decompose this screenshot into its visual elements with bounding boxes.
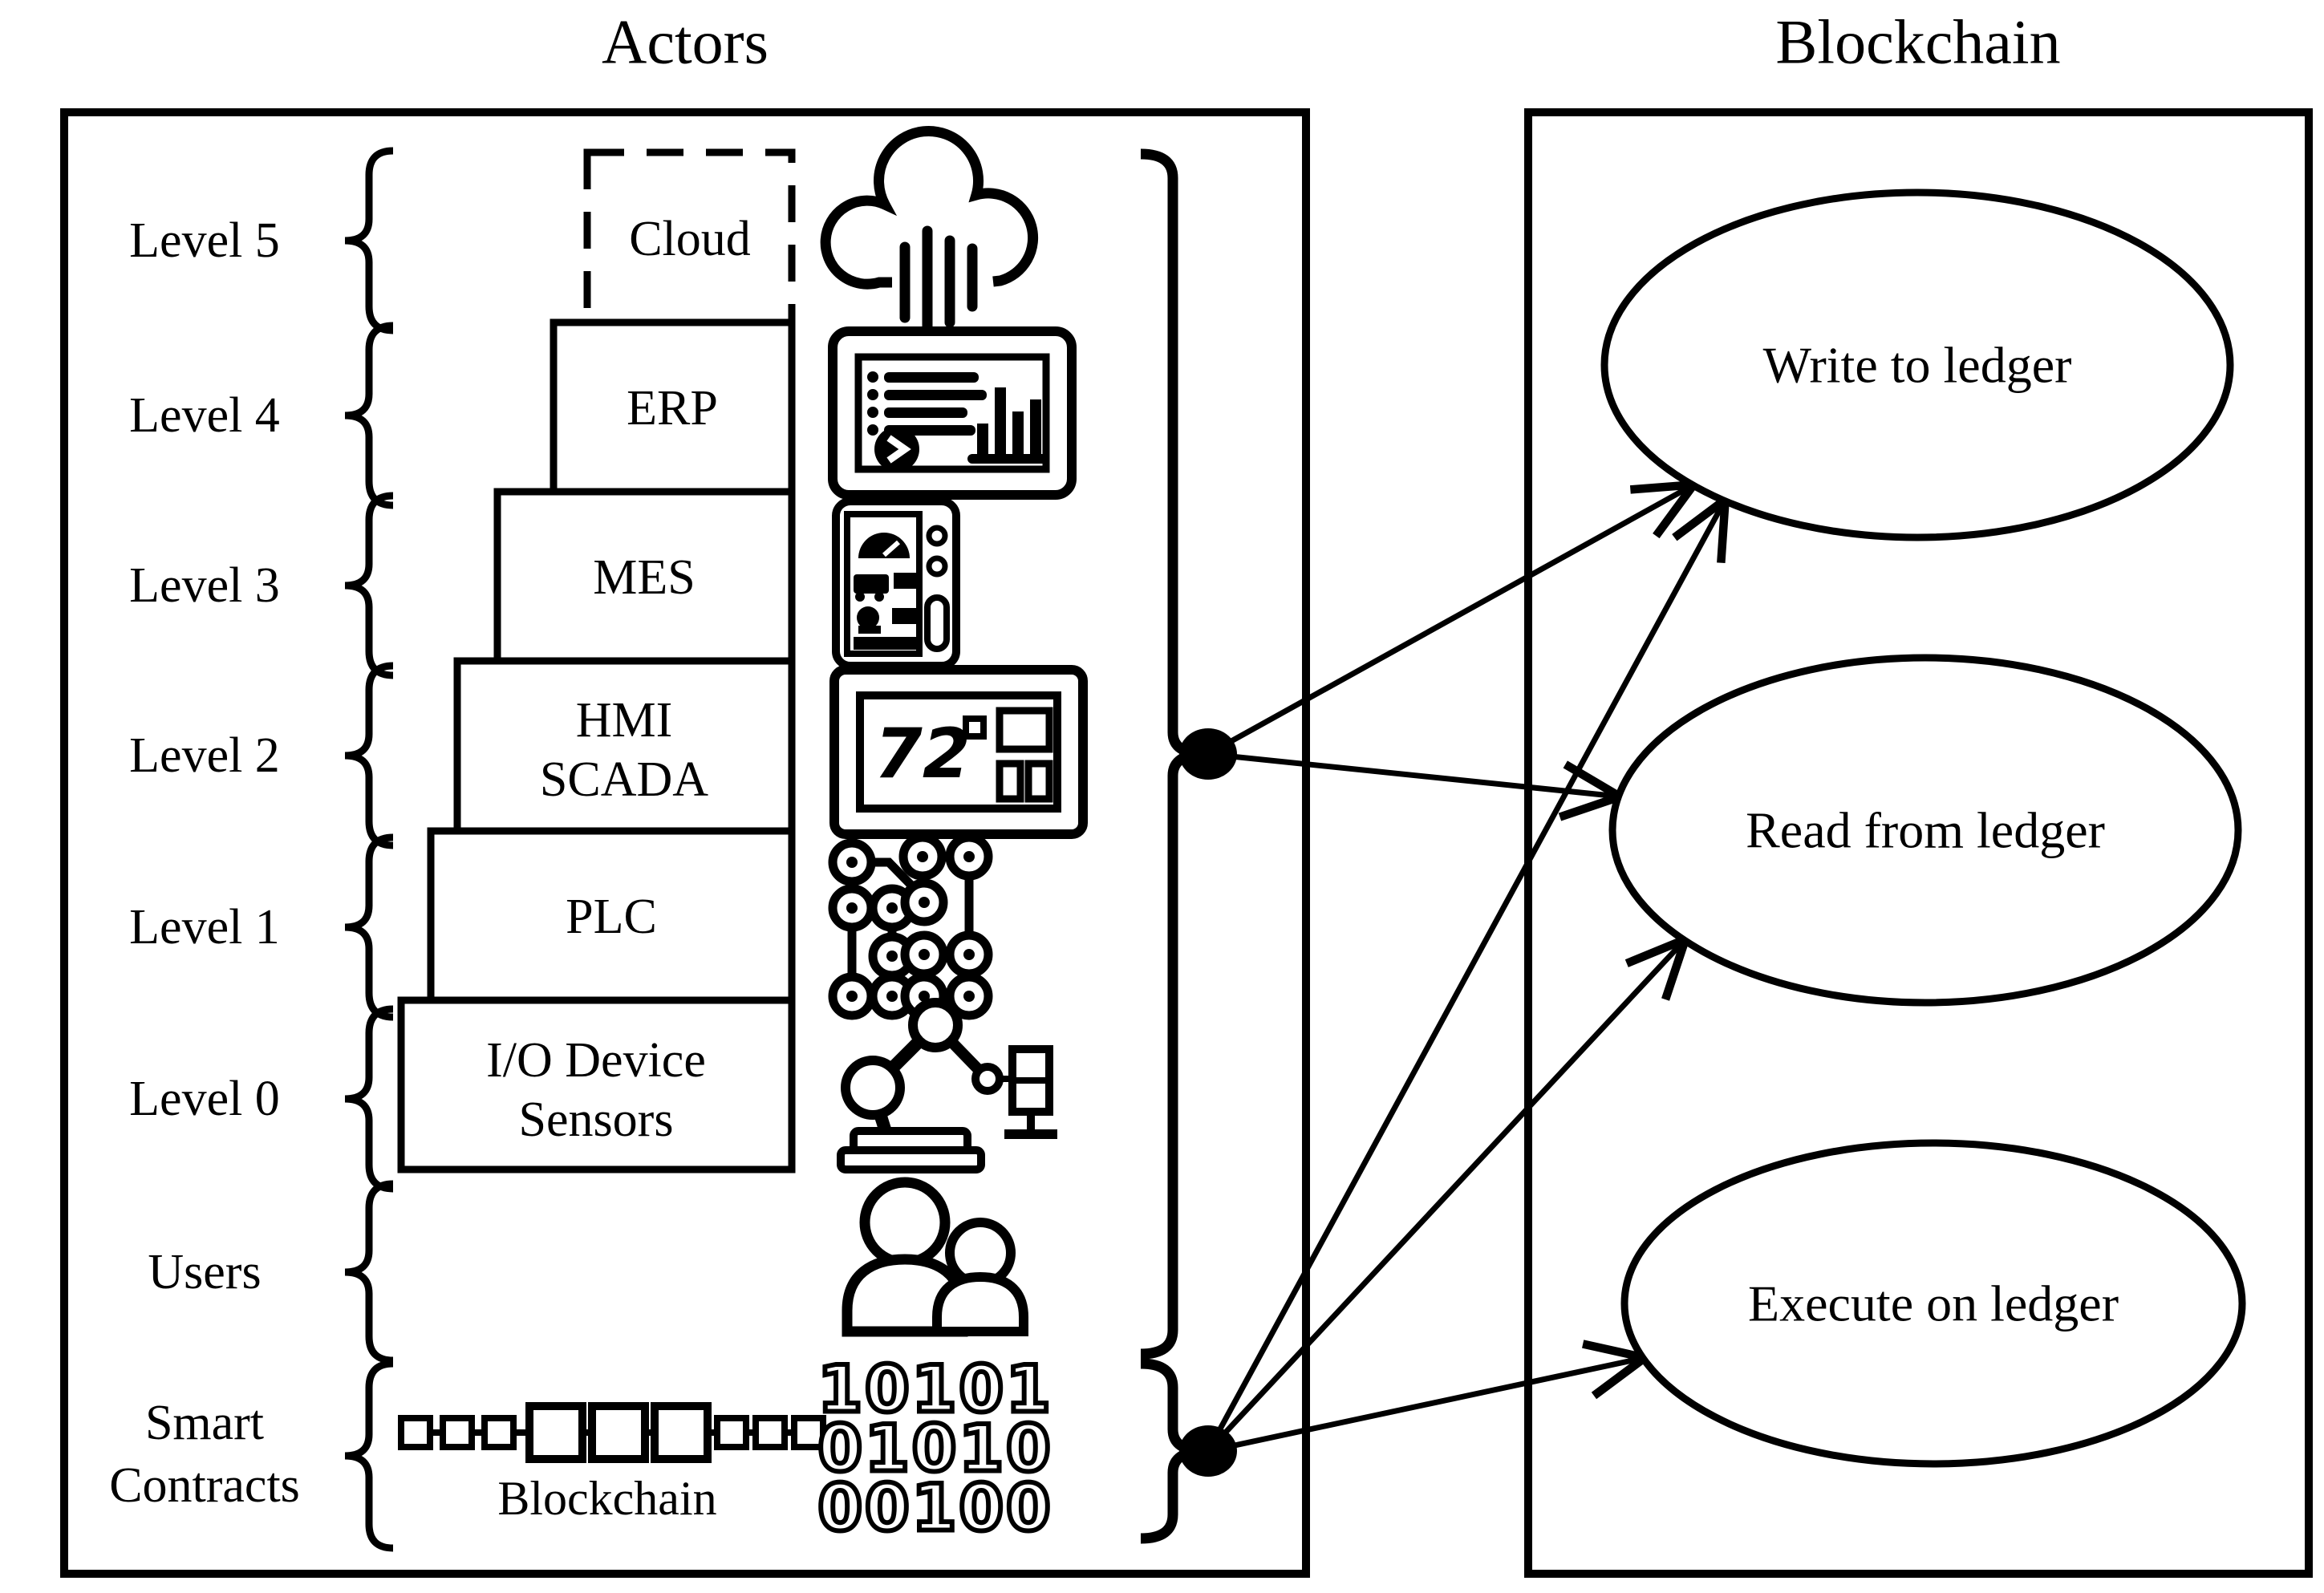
mes-box-label: MES: [593, 550, 695, 605]
plc-box: [427, 827, 796, 1004]
users-icon: [842, 1177, 1028, 1337]
brace-level-3: [344, 492, 394, 679]
label-level-5: Level 5: [129, 213, 280, 268]
hmi-scada-box-label-line1: HMI: [576, 693, 673, 748]
label-level-2: Level 2: [129, 728, 280, 783]
hmi-scada-box-label-line2: SCADA: [540, 752, 708, 807]
association-arrows: [1205, 480, 1730, 1454]
label-level-4: Level 4: [129, 388, 280, 443]
plc-pads: [828, 833, 993, 1020]
cloud-box-label: Cloud: [629, 212, 751, 266]
chain-large-block: [588, 1402, 649, 1463]
read-ellipse: [1608, 654, 2242, 1007]
blockchain-box: [1524, 108, 2313, 1578]
execute-ellipse-label: Execute on ledger: [1748, 1275, 2119, 1332]
blockchain-chain-icon: Blockchain: [398, 1402, 826, 1525]
plc-circuit-icon: [828, 833, 993, 1020]
label-users: Users: [148, 1245, 261, 1299]
erp-dashboard-icon: [828, 326, 1077, 500]
brace-level-0: [344, 1005, 394, 1193]
binary-line-3: 00100: [817, 1471, 1052, 1546]
plc-box-label: PLC: [566, 890, 657, 944]
brace-level-5: [344, 147, 394, 334]
binary-line-2: 01010: [817, 1412, 1052, 1486]
chain-small-block: [440, 1415, 475, 1450]
label-level-1: Level 1: [129, 900, 280, 955]
level-labels: Level 5 Level 4 Level 3 Level 2 Level 1 …: [109, 213, 300, 1513]
label-level-3: Level 3: [129, 558, 280, 613]
brace-users: [344, 1180, 394, 1364]
brace-level-1: [344, 833, 394, 1021]
blockchain-title: Blockchain: [1775, 7, 2060, 77]
chain-small-block: [398, 1415, 433, 1450]
arrow-bottom-to-read: [1206, 931, 1693, 1453]
robot-arm-icon: [837, 998, 1057, 1173]
read-ellipse-label: Read from ledger: [1746, 802, 2105, 859]
chain-large-block: [651, 1402, 712, 1463]
actors-title: Actors: [602, 7, 769, 77]
automation-pyramid: Cloud ERP MES HMI SCADA PLC I/O Device S…: [397, 148, 796, 1173]
arrow-top-to-read: [1207, 751, 1631, 821]
io-sensors-box: [397, 996, 796, 1173]
scada-display-icon: 72: [829, 665, 1088, 839]
io-sensors-box-label-line1: I/O Device: [486, 1033, 706, 1088]
label-smart-contracts-line2: Contracts: [109, 1458, 300, 1513]
label-smart-contracts-line1: Smart: [145, 1396, 264, 1450]
erp-box-label: ERP: [627, 381, 718, 436]
usecase-read-from-ledger: Read from ledger: [1608, 654, 2242, 1007]
chain-small-block: [752, 1415, 788, 1450]
hmi-scada-box: [453, 657, 796, 835]
arrow-bottom-to-write: [1205, 490, 1730, 1453]
chain-small-block: [791, 1415, 826, 1450]
usecase-execute-on-ledger: Execute on ledger: [1620, 1139, 2246, 1468]
mes-tablet-icon: [832, 497, 960, 670]
usecase-write-to-ledger: Write to ledger: [1600, 188, 2234, 541]
arrow-bottom-to-execute: [1207, 1340, 1655, 1454]
binary-line-1: 10101: [817, 1352, 1052, 1427]
write-ellipse: [1600, 188, 2234, 541]
write-ellipse-label: Write to ledger: [1763, 337, 2072, 394]
brace-level-4: [344, 322, 394, 509]
cloud-box: [583, 148, 796, 326]
chain-large-block: [525, 1402, 586, 1463]
arrow-top-to-write: [1207, 480, 1703, 757]
scada-reading: 72: [874, 714, 971, 794]
level-braces: [344, 147, 394, 1552]
erp-box: [550, 318, 796, 496]
mes-box: [493, 488, 796, 665]
label-level-0: Level 0: [129, 1072, 280, 1126]
binary-code-icon: 10101 01010 00100: [815, 1350, 1052, 1548]
chain-label: Blockchain: [497, 1472, 716, 1525]
chain-small-block: [481, 1415, 517, 1450]
cloud-icon: [820, 125, 1039, 351]
brace-level-2: [344, 662, 394, 849]
execute-ellipse: [1620, 1139, 2246, 1468]
brace-smart-contracts: [344, 1360, 394, 1552]
actors-box: [60, 108, 1310, 1578]
chain-small-block: [714, 1415, 749, 1450]
io-sensors-box-label-line2: Sensors: [519, 1092, 674, 1147]
